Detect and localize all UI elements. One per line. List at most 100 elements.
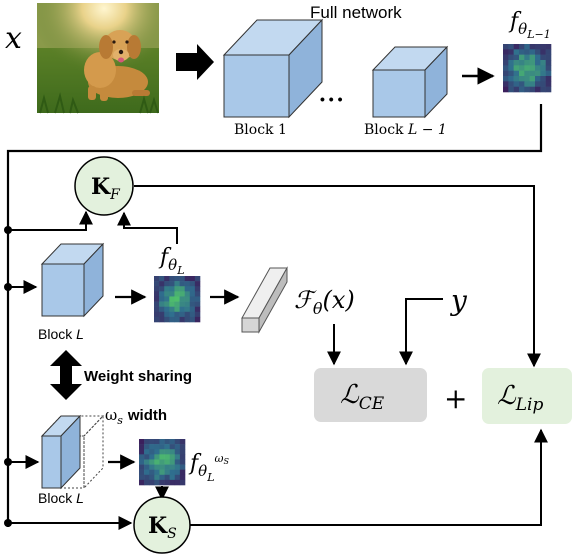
heatmap-cell	[503, 44, 509, 50]
heatmap-cell	[524, 49, 530, 55]
heatmap-cell	[184, 276, 191, 282]
heatmap-cell	[159, 316, 165, 323]
heatmap-cell	[535, 76, 541, 82]
heatmap-cell	[164, 306, 170, 313]
heatmap-cell	[503, 60, 509, 66]
student-block-l-label: Block L	[38, 490, 84, 506]
heatmap-cell	[545, 49, 552, 55]
heatmap-cell	[529, 54, 536, 61]
heatmap-cell	[154, 449, 160, 455]
heatmap-cell	[149, 479, 155, 486]
plus-sign: +	[444, 382, 467, 415]
heatmap-cell	[179, 281, 185, 287]
heatmap-cell	[159, 449, 165, 455]
heatmap-cell	[174, 459, 181, 465]
thick-right-arrow	[176, 44, 214, 80]
heatmap-cell	[139, 444, 145, 450]
heatmap-cell	[169, 276, 175, 282]
heatmap-cell	[159, 464, 165, 470]
heatmap-cell	[169, 439, 176, 445]
heatmap-cell	[184, 316, 191, 323]
heatmap-cell	[189, 276, 196, 282]
heatmap-cell	[179, 479, 186, 486]
heatmap-cell	[508, 44, 514, 50]
heatmap-cell	[179, 474, 186, 481]
heatmap-cell	[179, 276, 185, 282]
heatmap-cell	[159, 306, 165, 313]
feature-return-line	[6, 104, 543, 527]
heatmap-cell	[154, 311, 160, 318]
heatmap-cell	[179, 459, 186, 465]
heatmap-cell	[159, 474, 165, 481]
heatmap-cell	[535, 44, 541, 50]
heatmap-cell	[164, 296, 170, 302]
heatmap-cell	[169, 316, 175, 323]
heatmap-cell	[159, 479, 165, 486]
f-theta-x-label: ℱθ(x)	[294, 286, 355, 318]
input-x-label: x	[5, 21, 22, 56]
heatmap-cell	[159, 286, 165, 292]
heatmap-cell	[503, 65, 509, 71]
heatmap-cell	[159, 311, 165, 318]
heatmap-cell	[174, 439, 181, 445]
heatmap-cell	[174, 469, 181, 476]
heatmap-cell	[513, 54, 520, 61]
heatmap-cell	[144, 474, 150, 481]
heatmap-cell	[174, 281, 180, 287]
heatmap-cell	[545, 65, 552, 71]
heatmap-cell	[189, 291, 196, 297]
heatmap-cell	[174, 444, 181, 450]
heatmap-cell	[144, 439, 150, 445]
heatmap-cell	[174, 474, 181, 481]
heatmap-cell	[540, 81, 546, 87]
heatmap-cell	[154, 281, 160, 287]
heatmap-cell	[529, 44, 536, 50]
heatmap-cell	[524, 44, 530, 50]
heatmap-cell	[179, 311, 185, 318]
heatmap-cell	[503, 49, 509, 55]
heatmap-cell	[169, 291, 175, 297]
block-l-minus-1-cube	[371, 45, 449, 119]
heatmap-cell	[139, 464, 145, 470]
heatmap-cell	[164, 439, 170, 445]
heatmap-cell	[139, 449, 145, 455]
heatmap-cell	[508, 81, 514, 87]
heatmap-cell	[169, 464, 176, 470]
heatmap-cell	[174, 449, 181, 455]
heatmap-cell	[194, 301, 201, 307]
heatmap-cell	[508, 86, 514, 93]
heatmap-cell	[164, 449, 170, 455]
block-l-label: Block L	[38, 326, 84, 342]
heatmap-cell	[194, 311, 201, 318]
heatmap-cell	[154, 459, 160, 465]
heatmap-cell	[139, 459, 145, 465]
heatmap-cell	[169, 306, 175, 313]
heatmap-cell	[159, 281, 165, 287]
heatmap-cell	[508, 60, 514, 66]
heatmap-cell	[184, 306, 191, 313]
heatmap-cell	[540, 86, 546, 93]
heatmap-cell	[174, 276, 180, 282]
heatmap-cell	[540, 49, 546, 55]
ks-label: KS	[148, 513, 177, 542]
arrow-to-kf-left	[8, 210, 93, 231]
heatmap-cell	[154, 286, 160, 292]
heatmap-cell	[508, 76, 514, 82]
heatmap-cell	[184, 291, 191, 297]
heatmap-cell	[169, 469, 176, 476]
heatmap-cell	[154, 276, 160, 282]
kf-node	[74, 156, 134, 216]
heatmap-cell	[508, 70, 514, 77]
heatmap-cell	[154, 479, 160, 486]
heatmap-cell	[545, 76, 552, 82]
heatmap-cell	[513, 86, 520, 93]
heatmap-cell	[540, 76, 546, 82]
heatmap-cell	[169, 454, 176, 460]
heatmap-cell	[189, 316, 196, 323]
heatmap-cell	[154, 439, 160, 445]
kf-label: KF	[91, 174, 121, 203]
heatmap-cell	[189, 306, 196, 313]
heatmap-cell	[179, 306, 185, 313]
heatmap-cell	[149, 449, 155, 455]
